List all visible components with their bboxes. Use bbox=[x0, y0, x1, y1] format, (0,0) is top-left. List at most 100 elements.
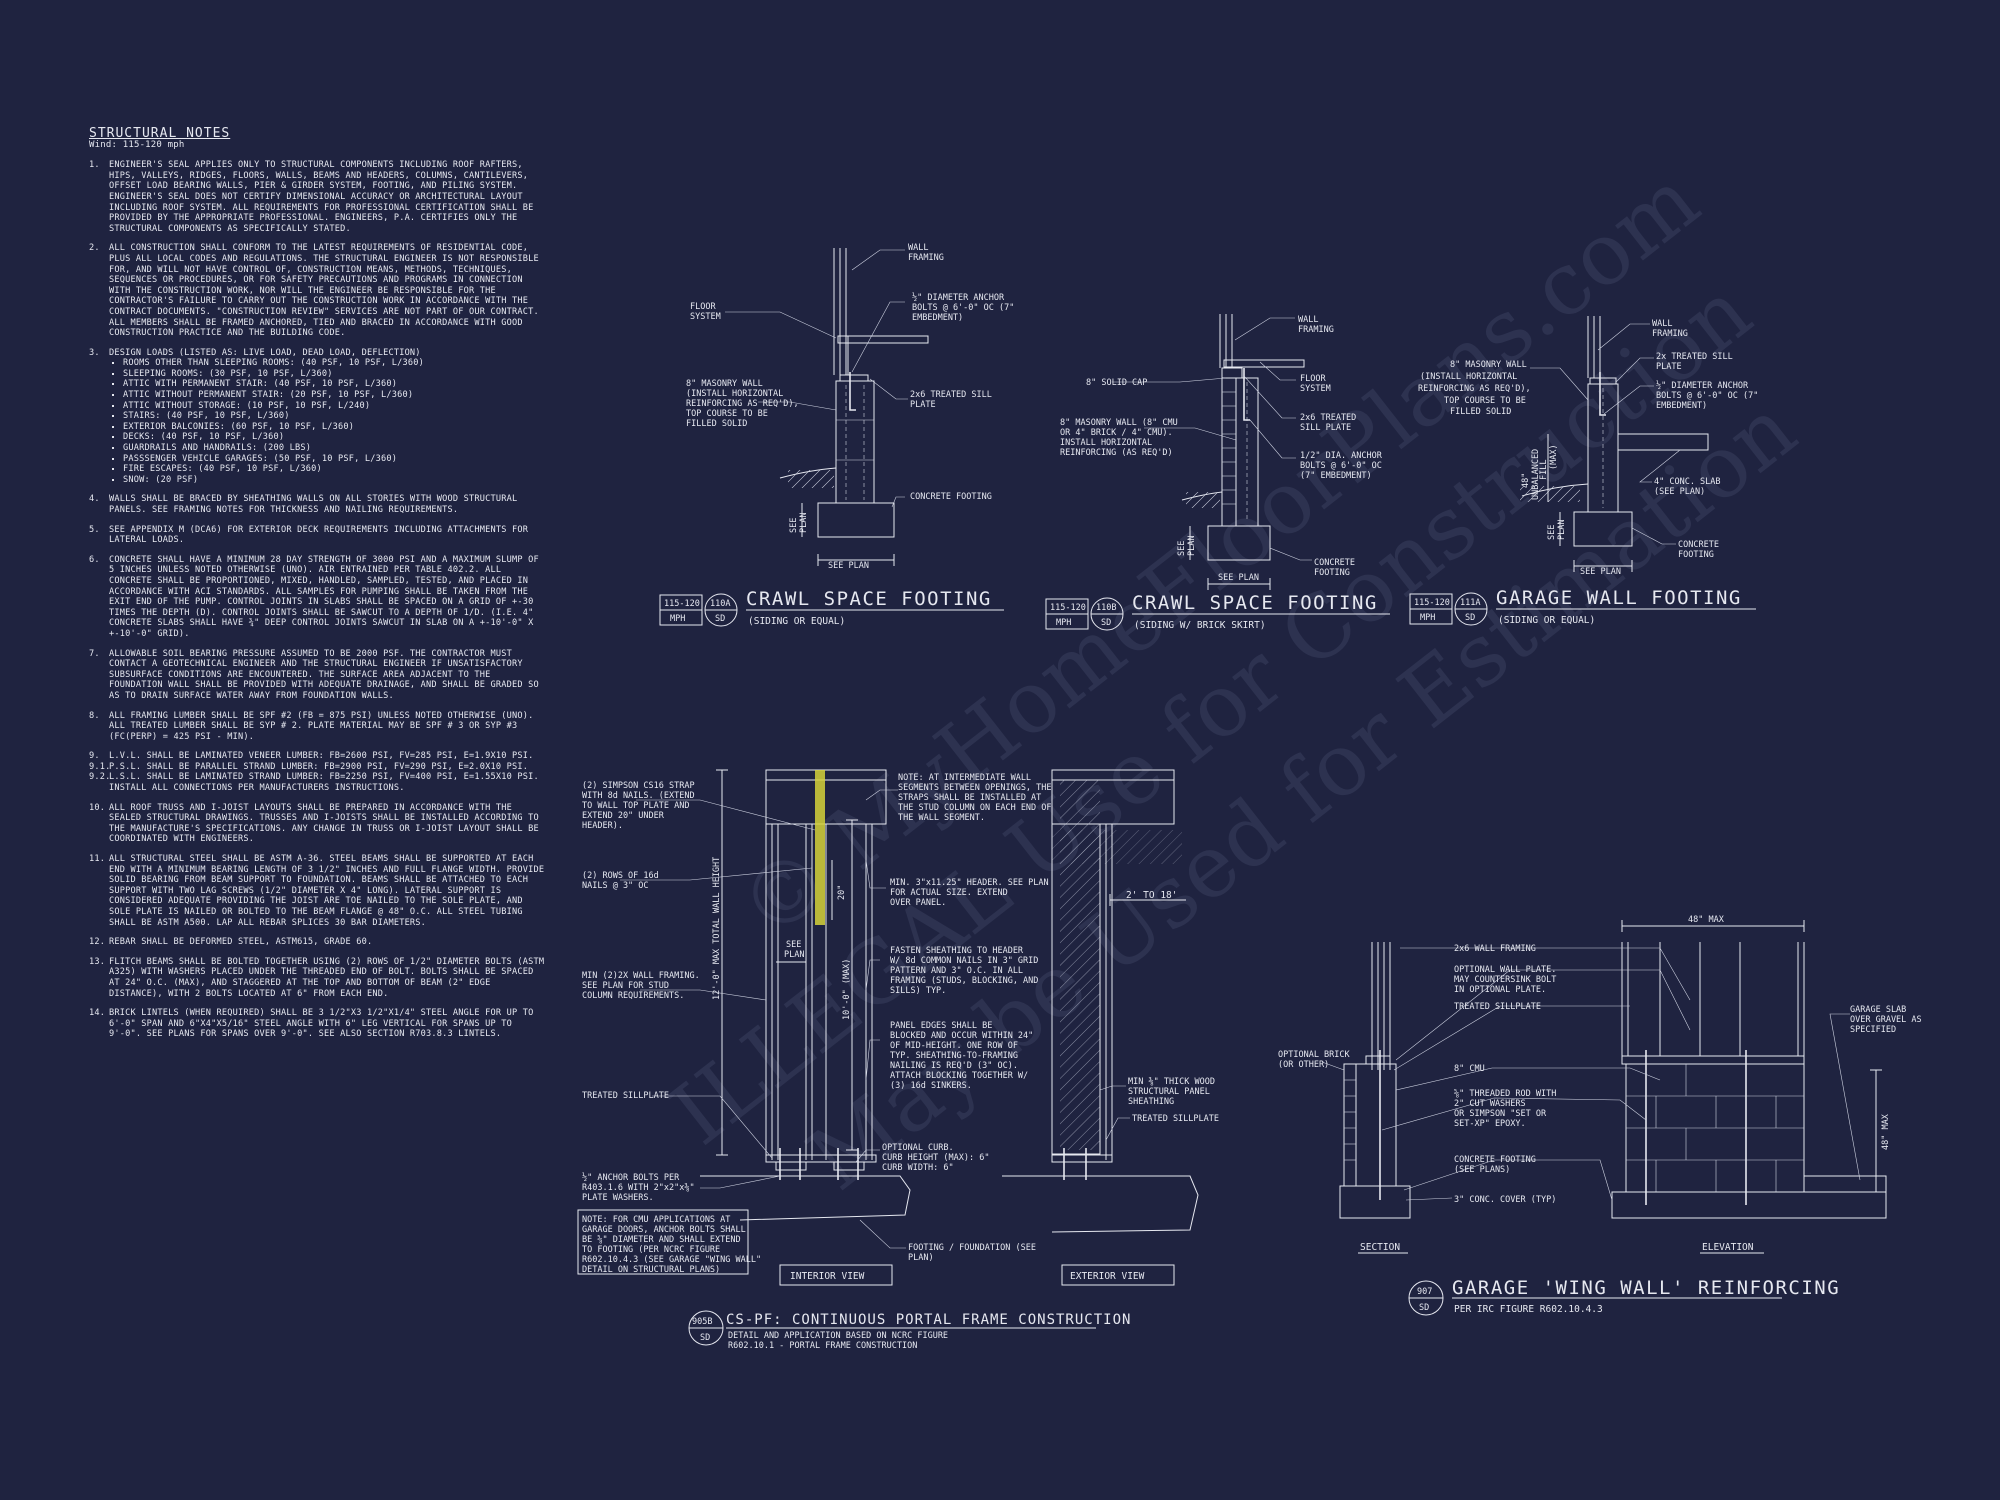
note-item: 9.L.V.L. SHALL BE LAMINATED VENEER LUMBE… bbox=[89, 751, 549, 793]
d110b-floor-1: FLOOR bbox=[1300, 374, 1326, 384]
note-item: 13.FLITCH BEAMS SHALL BE BOLTED TOGETHER… bbox=[89, 957, 549, 999]
d905b-curb-3: CURB WIDTH: 6" bbox=[882, 1163, 954, 1173]
note-text: FLITCH BEAMS SHALL BE BOLTED TOGETHER US… bbox=[109, 956, 545, 999]
note-text: ALL FRAMING LUMBER SHALL BE SPF #2 (Fb =… bbox=[109, 710, 534, 742]
d110b-wall-framing-1: WALL bbox=[1298, 315, 1318, 325]
d907-tag-top: 907 bbox=[1417, 1287, 1432, 1297]
d907-title: GARAGE 'WING WALL' REINFORCING bbox=[1452, 1277, 1840, 1299]
d110a-see-plan-v1: SEE bbox=[789, 518, 799, 533]
d907-slab-3: SPECIFIED bbox=[1850, 1025, 1896, 1035]
d905b-sillplate: TREATED SILLPLATE bbox=[582, 1091, 669, 1101]
d111a-sill-2: PLATE bbox=[1656, 362, 1682, 372]
note-body: BRICK LINTELS (WHEN REQUIRED) SHALL BE 3… bbox=[109, 1008, 549, 1040]
d110b-anchor-2: BOLTS @ 6'-0" OC bbox=[1300, 461, 1382, 471]
detail-110a: WALL FRAMING FLOOR SYSTEM ½" DIAMETER AN… bbox=[659, 243, 1014, 627]
detail-907: 48" MAX 2x6 WALL FRAMING OPTIONAL WALL P… bbox=[1278, 915, 1922, 1316]
d110b-anchor-1: 1/2" DIA. ANCHOR bbox=[1300, 451, 1383, 461]
note-text: L.V.L. SHALL BE LAMINATED VENEER LUMBER:… bbox=[109, 751, 534, 762]
d111a-sill-1: 2x TREATED SILL bbox=[1656, 352, 1733, 362]
d110b-masonry-1: 8" MASONRY WALL (8" CMU bbox=[1060, 418, 1178, 428]
note-number: 7. bbox=[89, 648, 100, 659]
note-body: ALL CONSTRUCTION SHALL CONFORM TO THE LA… bbox=[109, 243, 549, 338]
note-item: 4.WALLS SHALL BE BRACED BY SHEATHING WAL… bbox=[89, 494, 549, 515]
d905b-tag-top: 905B bbox=[692, 1317, 712, 1327]
d905b-curb-1: OPTIONAL CURB. bbox=[882, 1143, 954, 1153]
note-body: ALL ROOF TRUSS AND I-JOIST LAYOUTS SHALL… bbox=[109, 803, 549, 845]
d110b-see-plan-v1: SEE bbox=[1177, 541, 1187, 556]
d110a-masonry-3: REINFORCING AS REQ'D), bbox=[686, 399, 799, 409]
note-bullet: ATTIC WITHOUT PERMANENT STAIR: (20 PSF, … bbox=[123, 390, 424, 401]
d110b-subtitle: (SIDING W/ BRICK SKIRT) bbox=[1134, 620, 1266, 631]
note-subitem-text: P.S.L. SHALL BE PARALLEL STRAND LUMBER: … bbox=[109, 761, 529, 772]
d905b-anchor-2: R403.1.6 WITH 2"x2"x⅜" bbox=[582, 1183, 695, 1193]
note-number: 3. bbox=[89, 347, 100, 358]
d905b-sub1: DETAIL AND APPLICATION BASED ON NCRC FIG… bbox=[728, 1331, 948, 1341]
d905b-note-4: THE STUD COLUMN ON EACH END OF bbox=[898, 803, 1052, 813]
d907-brick-1: OPTIONAL BRICK bbox=[1278, 1050, 1351, 1060]
note-bullet: ROOMS OTHER THAN SLEEPING ROOMS: (40 PSF… bbox=[123, 358, 424, 369]
note-bullet: ATTIC WITHOUT STORAGE: (10 PSF, 10 PSF, … bbox=[123, 401, 424, 412]
d905b-fasten-5: SILLS) TYP. bbox=[890, 986, 946, 996]
d110b-title: CRAWL SPACE FOOTING bbox=[1132, 592, 1378, 614]
d111a-tag-bot: SD bbox=[1465, 613, 1475, 623]
detail-110b: WALL FRAMING 8" SOLID CAP FLOOR SYSTEM 8… bbox=[1045, 314, 1390, 631]
d907-brick-2: (OR OTHER) bbox=[1278, 1060, 1329, 1070]
d110b-sill-2: SILL PLATE bbox=[1300, 423, 1351, 433]
note-body: DESIGN LOADS (LISTED AS: LIVE LOAD, DEAD… bbox=[109, 348, 424, 486]
d905b-cmu-6: DETAIL ON STRUCTURAL PLANS) bbox=[582, 1265, 720, 1275]
d907-footing-2: (SEE PLANS) bbox=[1454, 1165, 1510, 1175]
d907-wall-framing: 2x6 WALL FRAMING bbox=[1454, 944, 1536, 954]
d905b-see-plan-v1: SEE bbox=[786, 940, 801, 950]
d110a-wind-bot: MPH bbox=[670, 614, 685, 624]
detail-111a: WALL FRAMING 2x TREATED SILL PLATE 8" MA… bbox=[1409, 316, 1758, 626]
detail-905b: 12'-0" MAX TOTAL WALL HEIGHT 10'-0" (MAX… bbox=[577, 769, 1219, 1351]
d905b-strap-3: TO WALL TOP PLATE AND bbox=[582, 801, 689, 811]
d905b-fasten-2: W/ 8d COMMON NAILS IN 3" GRID bbox=[890, 956, 1038, 966]
d907-slab-1: GARAGE SLAB bbox=[1850, 1005, 1906, 1015]
d110b-wind-top: 115-120 bbox=[1050, 603, 1086, 613]
d110a-masonry-2: (INSTALL HORIZONTAL bbox=[686, 389, 783, 399]
d110a-tag-bot: SD bbox=[715, 614, 725, 624]
d905b-see-plan-v2: PLAN bbox=[784, 950, 804, 960]
d905b-dim20: 20" bbox=[837, 885, 847, 900]
d905b-panel-3: OF MID-HEIGHT. ONE ROW OF bbox=[890, 1041, 1018, 1051]
d110b-wind-bot: MPH bbox=[1056, 618, 1071, 628]
d905b-minwall-1: MIN (2)2X WALL FRAMING. bbox=[582, 971, 700, 981]
note-item: 12.REBAR SHALL BE DEFORMED STEEL, ASTM61… bbox=[89, 937, 549, 948]
d905b-panel-7: (3) 16d SINKERS. bbox=[890, 1081, 972, 1091]
d110a-masonry-5: FILLED SOLID bbox=[686, 419, 747, 429]
note-subitem: 9.2.L.S.L. SHALL BE LAMINATED STRAND LUM… bbox=[89, 772, 549, 793]
d905b-note-1: NOTE: AT INTERMEDIATE WALL bbox=[898, 773, 1031, 783]
d111a-masonry-3: REINFORCING AS REQ'D), bbox=[1418, 384, 1531, 394]
d110b-see-plan-v2: PLAN bbox=[1187, 536, 1197, 556]
d905b-curb-2: CURB HEIGHT (MAX): 6" bbox=[882, 1153, 989, 1163]
note-body: SEE APPENDIX M (DCA6) FOR EXTERIOR DECK … bbox=[109, 525, 549, 546]
note-item: 14.BRICK LINTELS (WHEN REQUIRED) SHALL B… bbox=[89, 1008, 549, 1040]
d110a-anchor-1: ½" DIAMETER ANCHOR bbox=[912, 292, 1005, 303]
d905b-anchor-3: PLATE WASHERS. bbox=[582, 1193, 654, 1203]
note-item: 3. DESIGN LOADS (LISTED AS: LIVE LOAD, DE… bbox=[89, 348, 549, 486]
note-subitem-number: 9.2. bbox=[89, 772, 111, 783]
d905b-hdr-2: FOR ACTUAL SIZE. EXTEND bbox=[890, 888, 1008, 898]
note-text: CONCRETE SHALL HAVE A MINIMUM 28 DAY STR… bbox=[109, 554, 539, 639]
note-body: CONCRETE SHALL HAVE A MINIMUM 28 DAY STR… bbox=[109, 555, 549, 640]
d905b-sheath-1: MIN ⅜" THICK WOOD bbox=[1128, 1077, 1215, 1087]
note-bullet: EXTERIOR BALCONIES: (60 PSF, 10 PSF, L/3… bbox=[123, 422, 424, 433]
note-number: 4. bbox=[89, 494, 100, 505]
d111a-anchor-2: BOLTS @ 6'-0" OC (7" bbox=[1656, 391, 1758, 401]
d905b-hdr-3: OVER PANEL. bbox=[890, 898, 946, 908]
note-text: ALL ROOF TRUSS AND I-JOIST LAYOUTS SHALL… bbox=[109, 802, 539, 845]
d907-cover: 3" CONC. COVER (TYP) bbox=[1454, 1195, 1556, 1205]
d111a-unbal-4: (MAX) bbox=[1549, 444, 1559, 470]
d907-treated: TREATED SILLPLATE bbox=[1454, 1002, 1541, 1012]
d111a-unbal-3: FILL bbox=[1539, 460, 1549, 480]
d905b-fasten-4: FRAMING (STUDS, BLOCKING, AND bbox=[890, 976, 1038, 986]
note-body: REBAR SHALL BE DEFORMED STEEL, ASTM615, … bbox=[109, 937, 372, 948]
d110a-floor-2: SYSTEM bbox=[690, 312, 721, 322]
d110a-sill-1: 2x6 TREATED SILL bbox=[910, 390, 992, 400]
note-bullet: GUARDRAILS AND HANDRAILS: (200 LBS) bbox=[123, 443, 424, 454]
note-number: 10. bbox=[89, 802, 106, 813]
d110b-masonry-2: OR 4" BRICK / 4" CMU). bbox=[1060, 428, 1173, 438]
note-body: ALL FRAMING LUMBER SHALL BE SPF #2 (Fb =… bbox=[109, 711, 549, 743]
